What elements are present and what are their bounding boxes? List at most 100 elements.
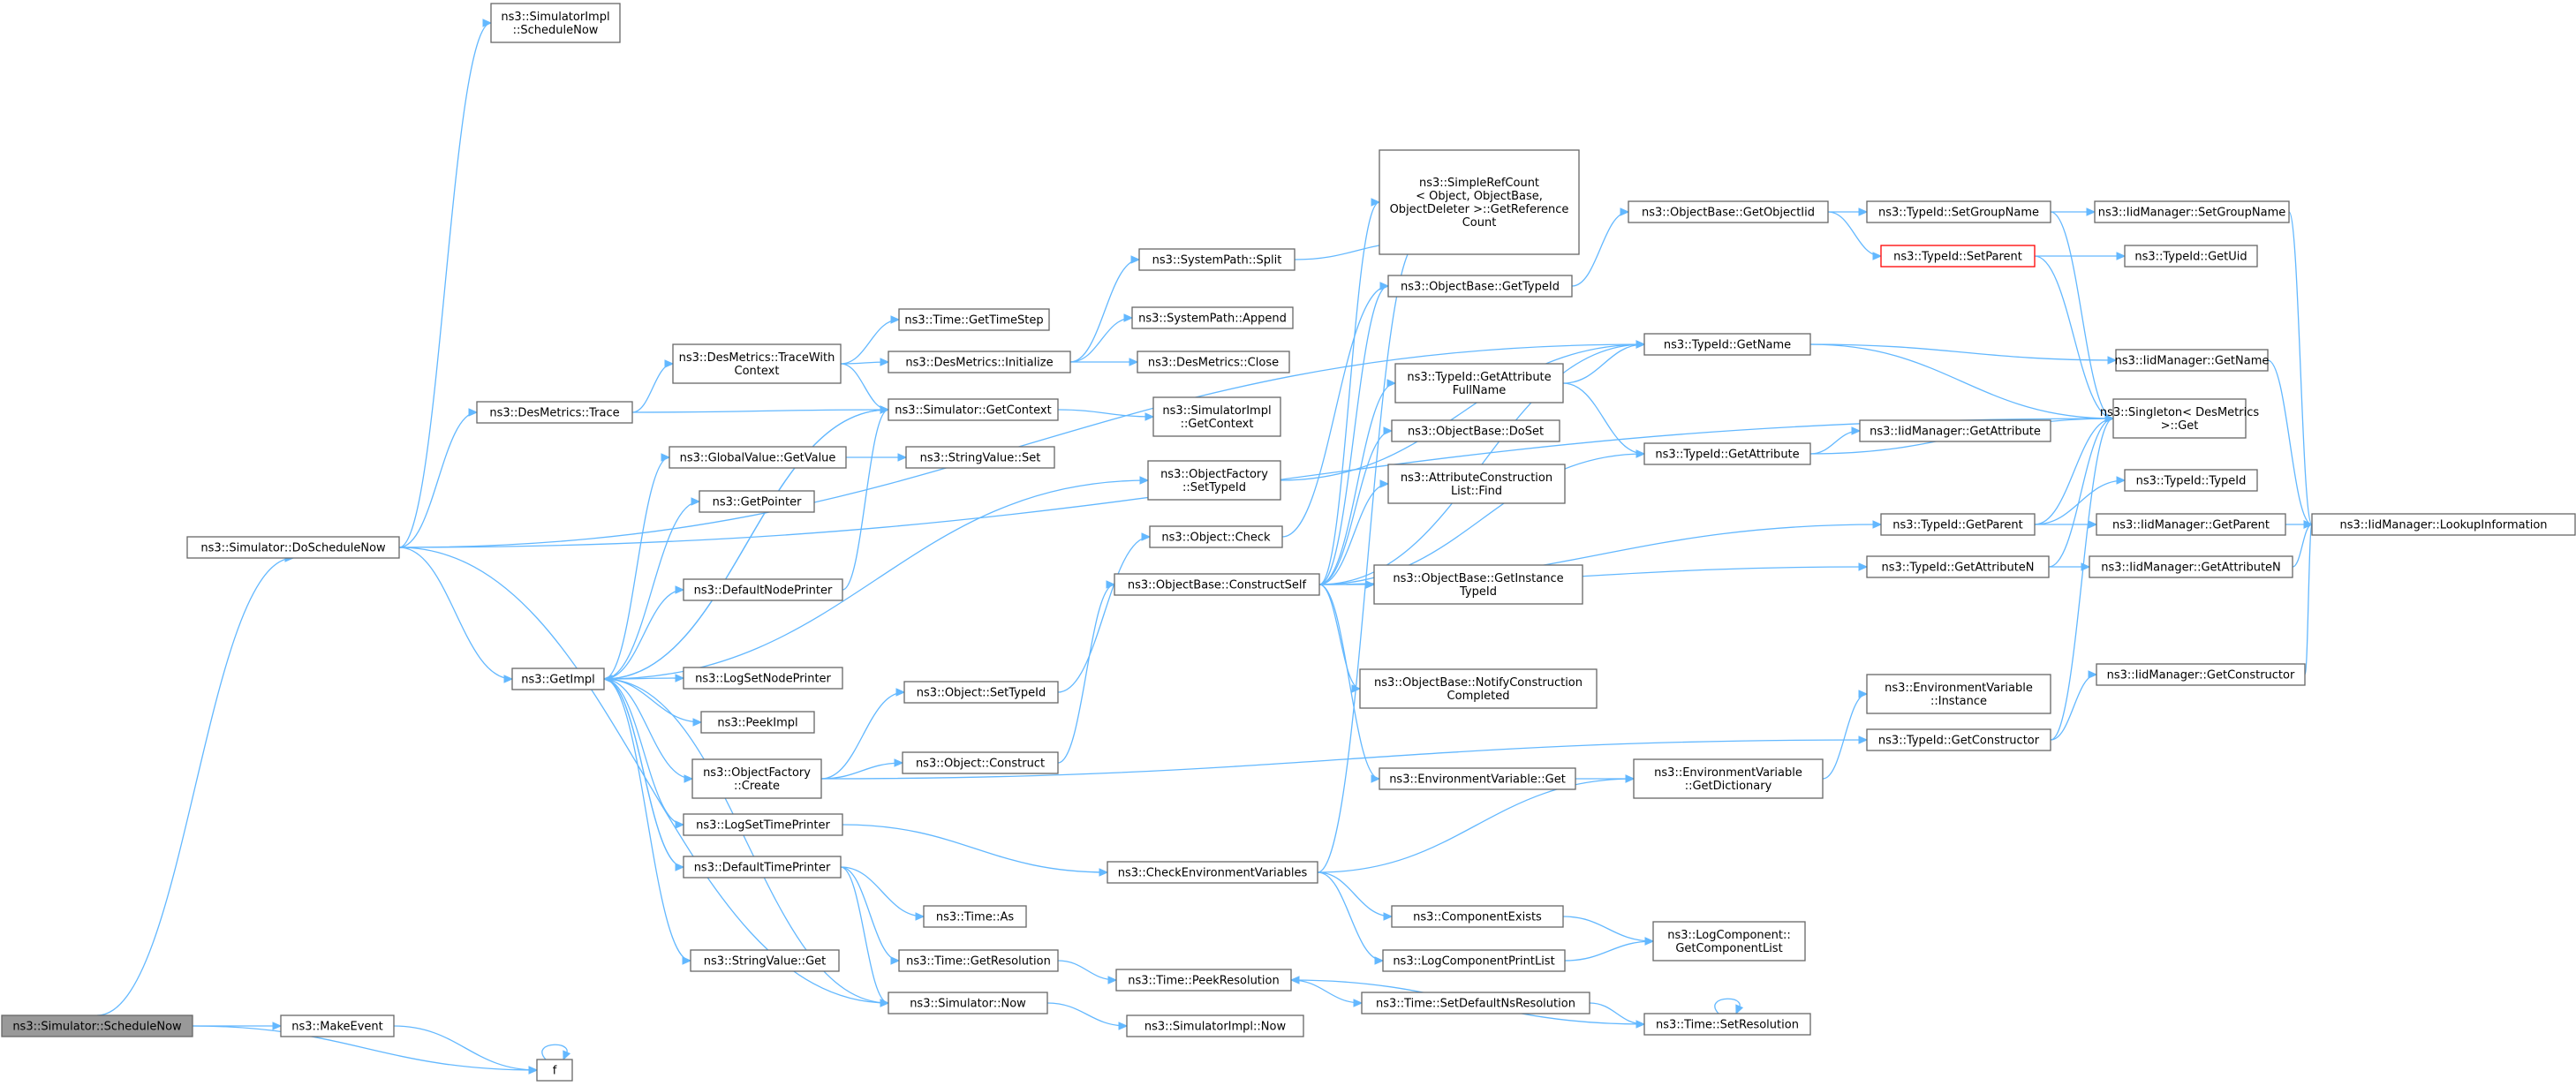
node-simplerefcount[interactable]: ns3::SimpleRefCount< Object, ObjectBase,… [1379,149,1580,255]
node-sp-split[interactable]: ns3::SystemPath::Split [1138,248,1296,271]
node-tid-typeid[interactable]: ns3::TypeId::TypeId [2124,469,2258,492]
node-ev-instance[interactable]: ns3::EnvironmentVariable::Instance [1866,674,2051,714]
node-ev-getdict[interactable]: ns3::EnvironmentVariable::GetDictionary [1633,758,1824,799]
node-logsetnodeprinter[interactable]: ns3::LogSetNodePrinter [683,667,843,690]
node-sp-append[interactable]: ns3::SystemPath::Append [1131,306,1294,329]
node-dosched[interactable]: ns3::Simulator::DoScheduleNow [186,536,400,559]
node-label: ns3::StringValue::Get [704,955,826,969]
node-logcompprintlist[interactable]: ns3::LogComponentPrintList [1382,949,1566,972]
node-getimpl[interactable]: ns3::GetImpl [511,667,605,690]
node-time-as[interactable]: ns3::Time::As [923,905,1027,928]
edge-dm_tracewith-to-time_getts [840,315,901,365]
node-tid-getparent[interactable]: ns3::TypeId::GetParent [1880,513,2036,536]
node-label: ns3::IidManager::LookupInformation [2339,519,2547,532]
node-tid-getconstructor[interactable]: ns3::TypeId::GetConstructor [1866,728,2051,751]
edge-getimpl-to-gv_getvalue [603,453,671,680]
node-checkenv[interactable]: ns3::CheckEnvironmentVariables [1107,861,1318,884]
node-defnodeprinter[interactable]: ns3::DefaultNodePrinter [683,578,843,601]
node-ob-getobjectiid[interactable]: ns3::ObjectBase::GetObjectIid [1628,200,1829,223]
node-tid-getattribute[interactable]: ns3::TypeId::GetAttribute [1643,442,1811,465]
node-obj-settypeid[interactable]: ns3::Object::SetTypeId [903,681,1059,704]
node-label: < Object, ObjectBase, [1416,190,1543,203]
node-label: ns3::ObjectBase::DoSet [1408,426,1544,439]
edge-ev_get-to-ev_getdict [1575,774,1635,783]
edge-sim_now-to-getimpl [602,675,889,1004]
edge-checkenv-to-logcompprintlist [1317,871,1385,965]
node-tid-setgroupname[interactable]: ns3::TypeId::SetGroupName [1866,200,2051,223]
node-singleton-get[interactable]: ns3::Singleton< DesMetrics>::Get [2100,398,2260,439]
edge-ob_getobjectiid-to-tid_setparent [1827,211,1883,260]
node-peekimpl[interactable]: ns3::PeekImpl [700,711,815,734]
node-obj-construct[interactable]: ns3::Object::Construct [902,751,1059,774]
node-iid-getattributen[interactable]: ns3::IidManager::GetAttributeN [2089,555,2293,578]
node-label: FullName [1453,384,1507,397]
node-simimpl-getctx[interactable]: ns3::SimulatorImpl::GetContext [1152,396,1281,437]
edge-obj_construct-to-ob_constructself [1057,580,1116,764]
node-label: ns3::ObjectBase::GetTypeId [1401,281,1560,294]
node-ob-doset[interactable]: ns3::ObjectBase::DoSet [1391,419,1560,442]
node-ob-gettypeid[interactable]: ns3::ObjectBase::GetTypeId [1387,275,1573,298]
edge-of_create-to-obj_settypeid [820,688,906,780]
edge-ob_gettypeid-to-ob_getobjectiid [1571,207,1630,287]
edge-getimpl-to-of_create [603,678,694,783]
node-compexists[interactable]: ns3::ComponentExists [1391,905,1564,928]
node-label: ns3::StringValue::Set [920,452,1041,465]
node-deftimeprinter[interactable]: ns3::DefaultTimePrinter [683,856,842,879]
node-iid-getparent[interactable]: ns3::IidManager::GetParent [2096,513,2286,536]
edge-tid_getattributen-to-singleton_get [2048,414,2115,568]
node-time-getres[interactable]: ns3::Time::GetResolution [898,949,1059,972]
node-time-setdefns[interactable]: ns3::Time::SetDefaultNsResolution [1361,992,1590,1014]
node-label: ns3::IidManager::GetConstructor [2107,669,2295,683]
node-sim-now[interactable]: ns3::Simulator::Now [888,992,1048,1014]
edge-tid_setparent-to-singleton_get [2034,255,2115,423]
node-dm-close[interactable]: ns3::DesMetrics::Close [1137,351,1290,373]
node-obj-check[interactable]: ns3::Object::Check [1149,525,1283,548]
edge-ob_constructself-to-acl_find [1318,479,1390,585]
node-time-peekres[interactable]: ns3::Time::PeekResolution [1115,969,1292,992]
node-dm-trace[interactable]: ns3::DesMetrics::Trace [476,401,633,424]
node-logsettimeprinter[interactable]: ns3::LogSetTimePrinter [683,813,843,836]
node-time-setres[interactable]: ns3::Time::SetResolution [1643,1013,1811,1036]
node-sv-set[interactable]: ns3::StringValue::Set [905,446,1055,469]
node-iid-setgroupname[interactable]: ns3::IidManager::SetGroupName [2094,200,2290,223]
edge-time_peekres-to-time_setdefns [1290,979,1364,1007]
edge-ob_constructself-to-ob_gettypeid [1318,282,1390,585]
node-iid-getattribute[interactable]: ns3::IidManager::GetAttribute [1859,419,2051,442]
node-lc-getcomplist[interactable]: ns3::LogComponent::GetComponentList [1652,921,1806,962]
node-label: ns3::LogComponentPrintList [1393,955,1554,969]
node-ob-notifyconstr[interactable]: ns3::ObjectBase::NotifyConstructionCompl… [1359,668,1598,709]
node-iid-lookup[interactable]: ns3::IidManager::LookupInformation [2311,513,2576,536]
node-sched[interactable]: ns3::Simulator::ScheduleNow [1,1014,193,1037]
node-label: ns3::SimpleRefCount [1419,177,1539,190]
node-sim-getctx[interactable]: ns3::Simulator::GetContext [888,398,1059,421]
node-label: ns3::DefaultTimePrinter [694,862,831,875]
node-tid-getattributen[interactable]: ns3::TypeId::GetAttributeN [1866,555,2050,578]
node-getpointer[interactable]: ns3::GetPointer [699,490,815,513]
node-dm-init[interactable]: ns3::DesMetrics::Initialize [888,351,1071,373]
node-label: ns3::GetPointer [713,496,802,509]
node-f[interactable]: f [536,1059,573,1082]
node-tid-getname[interactable]: ns3::TypeId::GetName [1643,333,1811,356]
node-iid-getname[interactable]: ns3::IidManager::GetName [2115,349,2270,372]
node-iid-getconstructor[interactable]: ns3::IidManager::GetConstructor [2096,663,2306,686]
edge-tid_getattribute-to-iid_getattribute [1809,426,1862,455]
node-makeevent[interactable]: ns3::MakeEvent [280,1014,395,1037]
node-tid-getuid[interactable]: ns3::TypeId::GetUid [2124,245,2258,268]
node-time-getts[interactable]: ns3::Time::GetTimeStep [898,308,1050,331]
node-sv-get[interactable]: ns3::StringValue::Get [690,949,840,972]
node-of-create[interactable]: ns3::ObjectFactory::Create [691,758,822,799]
node-simimpl-sched[interactable]: ns3::SimulatorImpl::ScheduleNow [490,3,621,43]
node-simimpl-now[interactable]: ns3::SimulatorImpl::Now [1126,1014,1304,1037]
edge-dosched-to-simimpl_sched [398,19,493,548]
node-label: ns3::GlobalValue::GetValue [680,452,836,465]
node-tid-setparent[interactable]: ns3::TypeId::SetParent [1880,245,2036,268]
node-ev-get[interactable]: ns3::EnvironmentVariable::Get [1379,767,1576,790]
node-label: ns3::Simulator::DoScheduleNow [200,542,386,555]
node-gv-getvalue[interactable]: ns3::GlobalValue::GetValue [669,446,847,469]
node-of-settypeid[interactable]: ns3::ObjectFactory::SetTypeId [1147,460,1281,501]
node-ob-constructself[interactable]: ns3::ObjectBase::ConstructSelf [1114,573,1320,596]
